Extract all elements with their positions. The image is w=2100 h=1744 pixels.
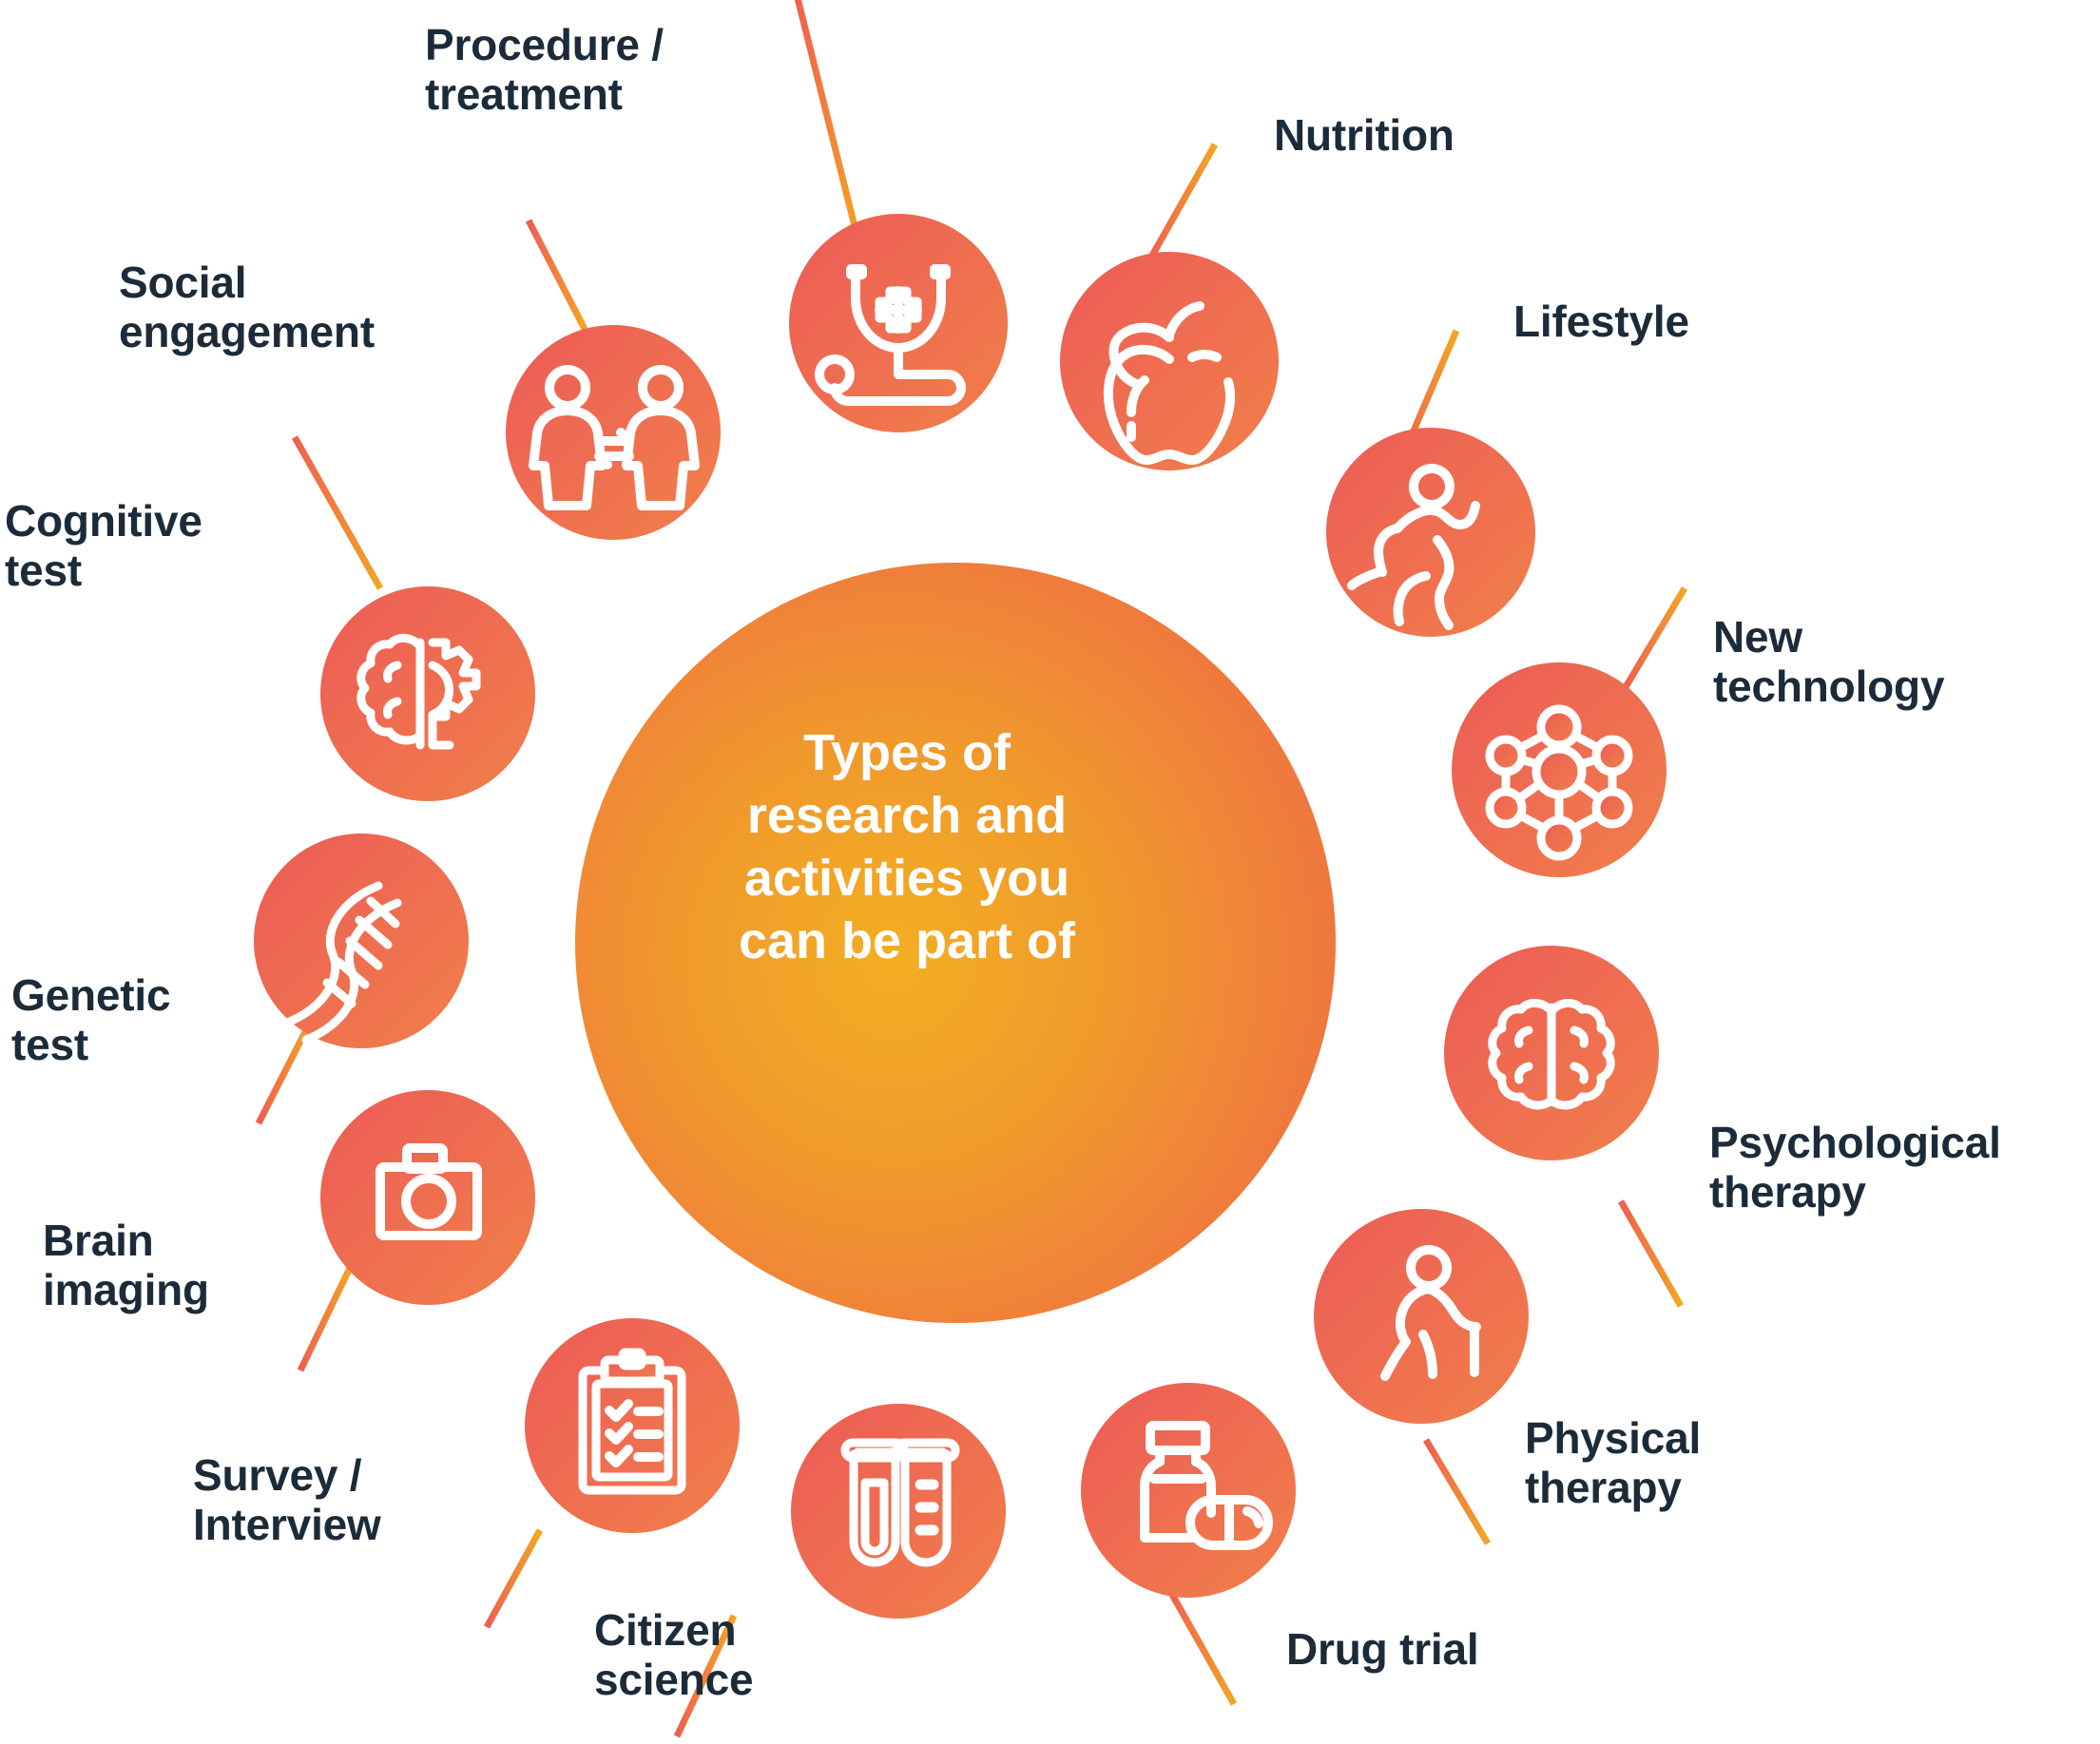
label-nutrition: Nutrition	[1274, 110, 1455, 160]
node-brain-imaging[interactable]	[320, 1090, 535, 1305]
connector-drug-trial	[1167, 1591, 1238, 1706]
stethoscope-icon	[815, 264, 966, 406]
connector-procedure-treatment	[794, 0, 864, 250]
connector-new-technology	[1622, 586, 1688, 689]
node-psychological-therapy[interactable]	[1444, 946, 1659, 1160]
two-people-exchange-icon	[529, 365, 700, 510]
node-survey-interview[interactable]	[525, 1318, 740, 1533]
node-genetic-test[interactable]	[254, 834, 469, 1048]
clipboard-checklist-icon	[578, 1348, 686, 1495]
medicine-bottle-pill-icon	[1140, 1421, 1273, 1550]
node-circle	[1326, 428, 1535, 637]
connector-genetic-test	[255, 1013, 318, 1125]
node-physical-therapy[interactable]	[1314, 1209, 1529, 1424]
node-cognitive-test[interactable]	[320, 586, 535, 801]
apple-icon	[1103, 301, 1236, 465]
label-citizen-science: Citizen science	[594, 1605, 754, 1704]
connector-psychological-therapy	[1617, 1199, 1685, 1308]
test-tubes-icon	[840, 1438, 960, 1567]
node-lifestyle[interactable]	[1326, 428, 1535, 637]
connector-physical-therapy	[1422, 1438, 1492, 1545]
node-drug-trial[interactable]	[1081, 1383, 1296, 1598]
label-psychological-therapy: Psychological therapy	[1709, 1118, 2001, 1217]
node-social-engagement[interactable]	[506, 325, 721, 540]
center-circle	[575, 563, 1336, 1323]
node-new-technology[interactable]	[1452, 662, 1667, 877]
label-social-engagement: Social engagement	[119, 258, 375, 356]
node-nutrition[interactable]	[1060, 252, 1279, 470]
label-brain-imaging: Brain imaging	[43, 1216, 209, 1314]
label-drug-trial: Drug trial	[1286, 1624, 1479, 1674]
center-title: Types of research and activities you can…	[738, 724, 1076, 969]
node-circle	[254, 834, 469, 1048]
connector-citizen-science	[673, 1614, 738, 1738]
node-citizen-science[interactable]	[791, 1404, 1006, 1619]
label-new-technology: New technology	[1713, 612, 1945, 711]
network-nodes-icon	[1485, 704, 1633, 861]
node-circle	[506, 325, 721, 540]
connector-cognitive-test	[291, 435, 384, 590]
dna-icon	[282, 881, 402, 1044]
node-procedure-treatment[interactable]	[789, 214, 1008, 432]
node-circle	[1081, 1383, 1296, 1598]
connector-brain-imaging	[297, 1262, 356, 1372]
node-circle	[1314, 1209, 1529, 1424]
camera-icon	[376, 1143, 482, 1240]
brain-icon	[1488, 999, 1615, 1110]
connector-nutrition	[1145, 143, 1219, 264]
label-genetic-test: Genetic test	[11, 970, 171, 1069]
brain-gear-icon	[356, 634, 481, 750]
label-physical-therapy: Physical therapy	[1525, 1413, 1702, 1512]
node-circle	[320, 586, 535, 801]
connector-social-engagement	[525, 219, 590, 335]
label-lifestyle: Lifestyle	[1513, 297, 1689, 346]
node-circle	[320, 1090, 535, 1305]
label-survey-interview: Survey / Interview	[193, 1450, 381, 1549]
running-person-icon	[1347, 464, 1480, 630]
connector-survey-interview	[483, 1528, 544, 1629]
label-cognitive-test: Cognitive test	[5, 496, 202, 595]
walking-person-cane-icon	[1380, 1245, 1481, 1381]
label-procedure-treatment: Procedure / treatment	[425, 20, 664, 119]
